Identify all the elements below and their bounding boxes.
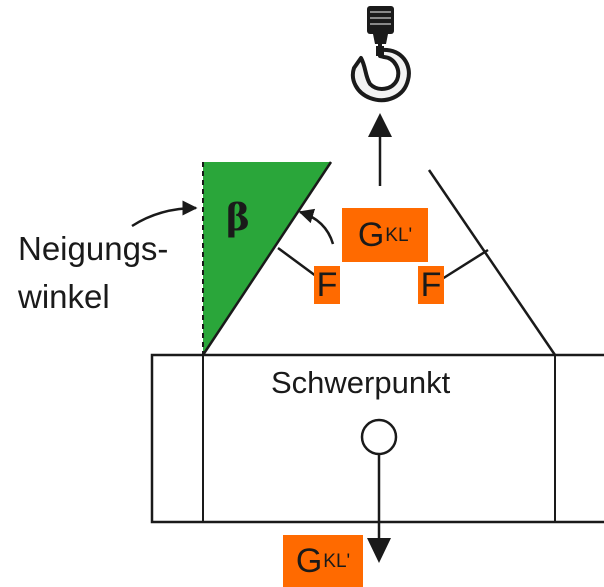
incline-label-line-2: winkel xyxy=(18,278,110,315)
force-right-label: F xyxy=(418,266,444,304)
incline-label-line-1: Neigungs- xyxy=(18,230,169,267)
load-bottom-symbol: G xyxy=(295,542,323,580)
load-top-label-bg xyxy=(342,208,428,262)
circle-marker-icon xyxy=(360,418,398,456)
right-sling xyxy=(427,169,557,356)
force-left-label-bg xyxy=(314,266,340,304)
arrow-down-icon xyxy=(367,538,391,563)
center-of-gravity-label: Schwerpunkt xyxy=(271,365,451,400)
load-bottom-subscript: KL' xyxy=(323,550,351,572)
load-top-symbol: G xyxy=(357,216,385,254)
left-force-tick xyxy=(277,246,321,281)
angle-symbol: β xyxy=(226,197,250,239)
arrow-up-icon xyxy=(368,113,392,137)
left-sling xyxy=(201,161,333,356)
force-right-label-bg xyxy=(418,266,444,304)
beta-pointer-arrow xyxy=(298,208,335,245)
force-left-symbol: F xyxy=(316,266,338,304)
load-top-subscript: KL' xyxy=(385,224,413,246)
force-left-label: F xyxy=(314,266,340,304)
right-force-tick xyxy=(441,248,489,281)
load-body xyxy=(150,353,604,524)
load-bottom-label-bg xyxy=(283,535,363,587)
crane-hook-icon xyxy=(350,6,411,103)
incline-pointer-arrow xyxy=(131,200,198,228)
force-right-symbol: F xyxy=(420,266,442,304)
